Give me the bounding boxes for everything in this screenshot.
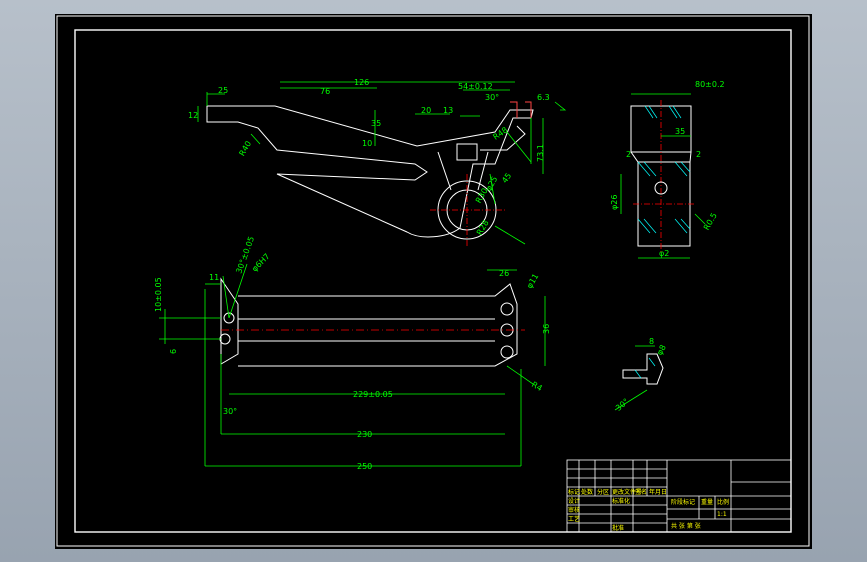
side-labels: 80±0.2 35 2 2 φ26 R0.5 φ2 — [610, 80, 725, 258]
tb-scale: 比例 — [717, 498, 729, 506]
dim-126: 126 — [354, 78, 369, 87]
dim-r-right: R0.5 — [702, 211, 719, 231]
tb-scale-value: 1:1 — [717, 511, 727, 518]
dim-2-left: 2 — [626, 150, 631, 159]
plan-inner-edges — [238, 318, 495, 342]
detail-dim-30deg: 30° — [614, 397, 631, 413]
dim-35: 35 — [371, 119, 381, 128]
dim-73: 73.1 — [536, 144, 545, 162]
tb-review: 审核 — [568, 506, 580, 514]
dim-45: 45 — [500, 171, 513, 185]
dim-230: 230 — [357, 430, 372, 439]
cad-viewport[interactable]: 126 76 25 12 54±0.12 35 20 13 R40 R48 30… — [55, 14, 812, 549]
tb-process: 工艺 — [568, 515, 580, 523]
dim-13: 13 — [443, 106, 453, 115]
top-cut — [510, 101, 532, 118]
dim-26: 26 — [499, 269, 509, 278]
plan-labels: 11 10±0.05 6 30°±0.05 φ6H7 26 φ11 36 R4 … — [154, 235, 551, 471]
plan-view — [219, 277, 518, 367]
title-block-text: 标记 处数 分区 更改文件号 签名 年月日 设计 标准化 审核 工艺 批准 阶段… — [568, 488, 729, 532]
dim-54-tol: 54±0.12 — [458, 82, 493, 91]
plan-hole-left-top — [223, 312, 235, 324]
tb-zone: 分区 — [597, 488, 609, 496]
dim-2-right: 2 — [696, 150, 701, 159]
dim-30deg: 30° — [485, 93, 499, 102]
sheet-border — [56, 15, 810, 547]
dim-dia-bottom: φ2 — [659, 249, 669, 258]
dim-30deg-bottom: 30° — [223, 407, 237, 416]
side-chamfer — [630, 151, 692, 163]
tb-change: 更改文件号 — [612, 488, 642, 496]
boss-slot — [456, 143, 478, 161]
dim-dia11: φ11 — [525, 272, 541, 290]
boss-web — [437, 151, 489, 191]
front-view — [206, 101, 534, 240]
plan-hole-right-3 — [500, 345, 514, 359]
dim-r4: R4 — [530, 380, 544, 393]
tb-weight: 重量 — [701, 498, 713, 506]
drawing-frame — [74, 29, 792, 533]
dim-dia-left: φ26 — [610, 195, 619, 210]
dim-10: 10 — [362, 139, 372, 148]
dim-dia6h7: φ6H7 — [250, 252, 272, 274]
plan-left-end — [220, 277, 239, 365]
tb-stage: 阶段标记 — [671, 498, 695, 506]
plan-body — [238, 283, 518, 367]
roughness-6.3: 6.3 — [537, 93, 550, 102]
tb-design: 设计 — [568, 497, 580, 505]
dim-80-tol: 80±0.2 — [695, 80, 725, 89]
arm-edge — [480, 125, 526, 151]
dim-r48: R48 — [491, 125, 509, 141]
dim-r28: R28 — [475, 219, 491, 237]
drawing-canvas: 126 76 25 12 54±0.12 35 20 13 R40 R48 30… — [56, 15, 810, 547]
detail-view: 8 φ8 30° — [614, 337, 668, 413]
side-dimensions — [620, 93, 706, 259]
tb-date: 年月日 — [649, 488, 667, 496]
dim-12: 12 — [188, 111, 198, 120]
tb-approve: 批准 — [612, 524, 624, 532]
dim-11: 11 — [209, 273, 219, 282]
side-centerlines — [633, 100, 695, 254]
front-dimensions — [197, 81, 567, 245]
front-centerlines — [430, 174, 505, 246]
tb-count: 处数 — [581, 488, 593, 496]
tb-mark: 标记 — [568, 488, 580, 496]
dim-36: 36 — [542, 324, 551, 334]
plan-dimensions — [159, 263, 546, 467]
title-block — [566, 459, 792, 533]
arm-outline — [206, 105, 534, 238]
tb-sign: 签名 — [635, 488, 647, 496]
tb-sheet: 共 张 第 张 — [671, 522, 701, 530]
dim-10-tol: 10±0.05 — [154, 277, 163, 312]
detail-outline — [622, 353, 664, 385]
dim-r40: R40 — [237, 139, 253, 157]
dim-229: 229±0.05 — [353, 390, 393, 399]
dim-250: 250 — [357, 462, 372, 471]
dim-6: 6 — [169, 349, 178, 354]
tb-std: 标准化 — [612, 497, 630, 505]
dim-20: 20 — [421, 106, 431, 115]
dim-76: 76 — [320, 87, 330, 96]
plan-hole-right-1 — [500, 302, 514, 316]
detail-dim-8: 8 — [649, 337, 654, 346]
dim-25: 25 — [218, 86, 228, 95]
side-hole — [654, 181, 668, 195]
detail-dim-dia8: φ8 — [655, 343, 668, 356]
dim-35-side: 35 — [675, 127, 685, 136]
side-hatching — [637, 105, 691, 234]
